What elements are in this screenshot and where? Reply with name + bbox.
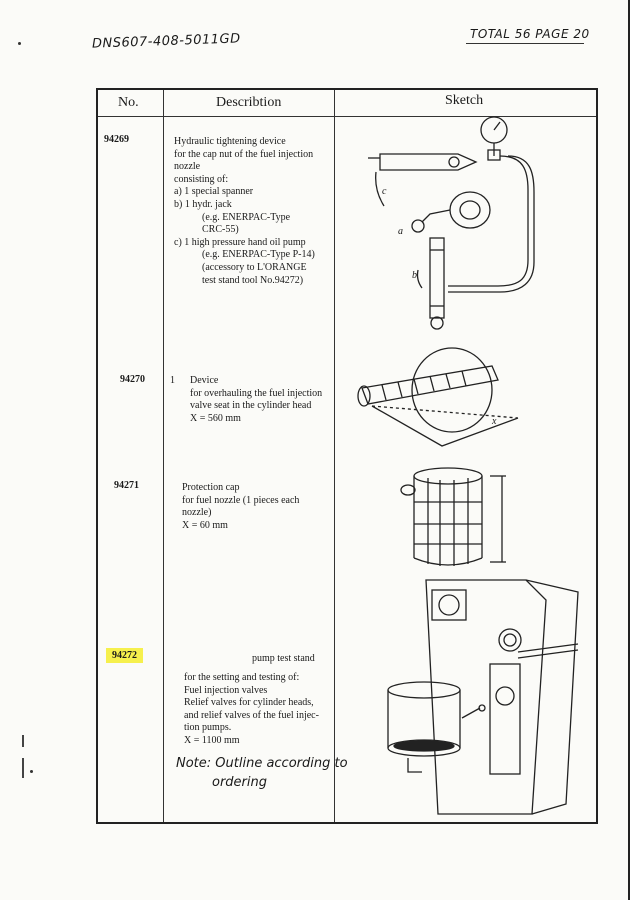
item-number-highlighted: 94272	[106, 648, 143, 663]
margin-dot	[30, 770, 33, 773]
desc-line: CRC-55)	[202, 224, 239, 236]
document-reference: DNS607-408-5011GD	[91, 31, 241, 52]
desc-line: for the setting and testing of:	[184, 672, 300, 683]
sketch-label-c: c	[382, 186, 387, 197]
desc-line: X = 60 mm	[182, 519, 228, 531]
desc-line: Relief valves for cylinder heads,	[184, 697, 314, 709]
sketch-pump-test-stand	[387, 579, 579, 815]
desc-line: test stand tool No.94272)	[202, 274, 304, 286]
item-description: for the setting and testing of: Fuel inj…	[184, 672, 319, 748]
desc-line: X = 1100 mm	[184, 734, 240, 746]
sketch-protection-cap	[400, 467, 506, 566]
header-no: No.	[118, 95, 139, 110]
tools-table: No. Describtion Sketch 94269 Hydraulic t…	[96, 88, 598, 824]
desc-line: Fuel injection valves	[184, 684, 268, 696]
highlight-mark: 94272	[106, 648, 143, 663]
desc-line: a) 1 special spanner	[174, 186, 254, 198]
page-counter: TOTAL 56 PAGE 20	[470, 27, 590, 41]
sketch-hydraulic-device	[368, 116, 535, 330]
sketch-label-a: a	[398, 226, 403, 237]
item-number: 94271	[114, 480, 139, 491]
item-description: Protection cap for fuel nozzle (1 pieces…	[182, 482, 299, 532]
sketch-label-b: b	[412, 270, 417, 281]
column-divider-1	[163, 90, 164, 822]
desc-line: consisting of:	[174, 173, 229, 185]
desc-line: for overhauling the fuel injection	[190, 387, 323, 399]
page-counter-underline	[466, 43, 584, 44]
margin-mark-2	[22, 758, 24, 778]
desc-line: (accessory to L'ORANGE	[202, 261, 307, 273]
item-description: Hydraulic tightening device for the cap …	[174, 136, 315, 287]
handwritten-note: Note: Outline according to ordering	[176, 754, 348, 792]
desc-line: Hydraulic tightening device	[174, 136, 286, 147]
column-divider-2	[334, 90, 335, 822]
margin-mark-1	[22, 735, 24, 747]
item-number: 94270	[120, 374, 145, 385]
desc-line: (e.g. ENERPAC-Type	[202, 211, 291, 223]
desc-line: Device	[190, 375, 219, 386]
desc-line: nozzle	[174, 161, 201, 173]
header-sketch: Sketch	[445, 93, 484, 108]
note-line: Note: Outline according to	[176, 756, 348, 771]
item-quantity: 1	[170, 375, 175, 386]
scan-right-edge	[628, 0, 630, 900]
desc-line: valve seat in the cylinder head	[190, 400, 312, 412]
desc-line: and relief valves of the fuel injec-	[184, 709, 319, 721]
header-divider	[98, 116, 596, 117]
desc-line: (e.g. ENERPAC-Type P-14)	[202, 249, 315, 261]
header-description: Describtion	[216, 95, 282, 110]
desc-line: X = 560 mm	[190, 412, 241, 424]
sketch-label-x: x	[492, 416, 497, 427]
desc-line: c) 1 high pressure hand oil pump	[174, 236, 306, 248]
desc-line: Protection cap	[182, 482, 240, 493]
item-number: 94269	[104, 134, 129, 145]
desc-line: tion pumps.	[184, 722, 232, 734]
desc-line: nozzle)	[182, 507, 212, 519]
sketch-valve-seat-device	[357, 347, 519, 447]
note-line: ordering	[212, 775, 267, 790]
desc-line: for fuel nozzle (1 pieces each	[182, 494, 300, 506]
desc-line: b) 1 hydr. jack	[174, 198, 232, 210]
desc-line: for the cap nut of the fuel injection	[174, 148, 314, 160]
margin-dot	[18, 42, 21, 45]
item-title: pump test stand	[252, 653, 315, 664]
item-description: Device for overhauling the fuel injectio…	[190, 375, 322, 425]
